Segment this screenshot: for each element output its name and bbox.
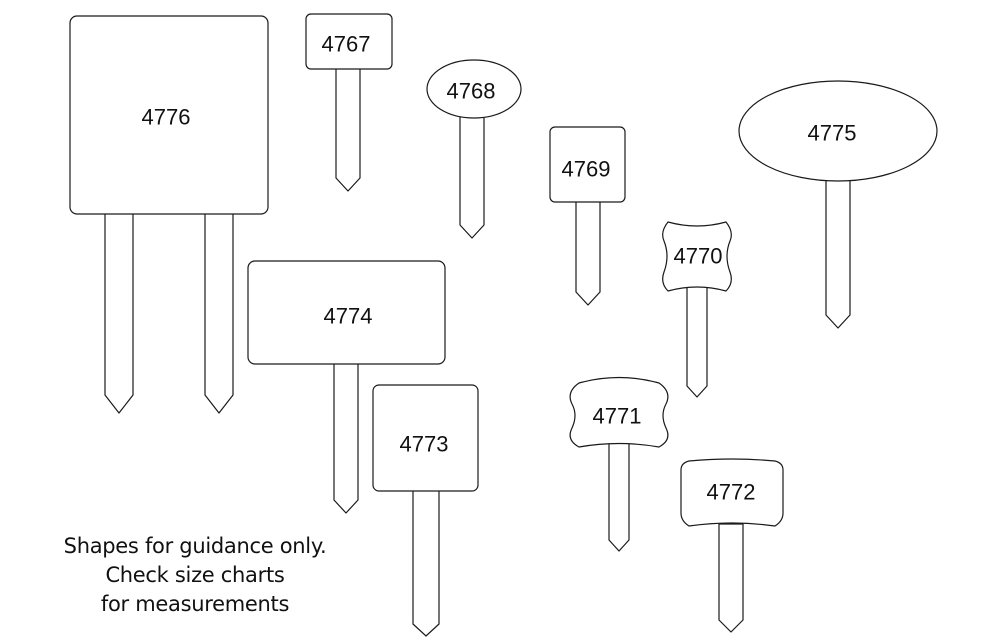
marker-code-4772: 4772 bbox=[707, 480, 756, 505]
marker-code-4774: 4774 bbox=[324, 304, 373, 329]
marker-code-4775: 4775 bbox=[808, 121, 857, 146]
note-line-1: Shapes for guidance only. bbox=[63, 534, 327, 558]
marker-4770: 4770 bbox=[662, 221, 732, 398]
marker-code-4769: 4769 bbox=[562, 157, 611, 182]
marker-4775: 4775 bbox=[738, 80, 938, 329]
marker-4767: 4767 bbox=[305, 13, 393, 192]
marker-code-4773: 4773 bbox=[400, 432, 449, 457]
marker-code-4771: 4771 bbox=[593, 404, 642, 429]
marker-4776: 4776 bbox=[69, 15, 269, 414]
marker-code-4768: 4768 bbox=[447, 79, 496, 104]
guidance-note: Shapes for guidance only. Check size cha… bbox=[40, 532, 350, 619]
note-line-3: for measurements bbox=[100, 592, 290, 616]
marker-code-4767: 4767 bbox=[322, 32, 371, 57]
marker-4774: 4774 bbox=[247, 260, 446, 514]
marker-4769: 4769 bbox=[549, 126, 626, 306]
marker-4773: 4773 bbox=[372, 384, 479, 637]
marker-4768: 4768 bbox=[426, 59, 522, 239]
marker-code-4770: 4770 bbox=[674, 244, 723, 269]
note-line-2: Check size charts bbox=[105, 563, 285, 587]
marker-4771: 4771 bbox=[569, 376, 669, 552]
marker-4772: 4772 bbox=[680, 458, 784, 633]
marker-code-4776: 4776 bbox=[142, 105, 191, 130]
